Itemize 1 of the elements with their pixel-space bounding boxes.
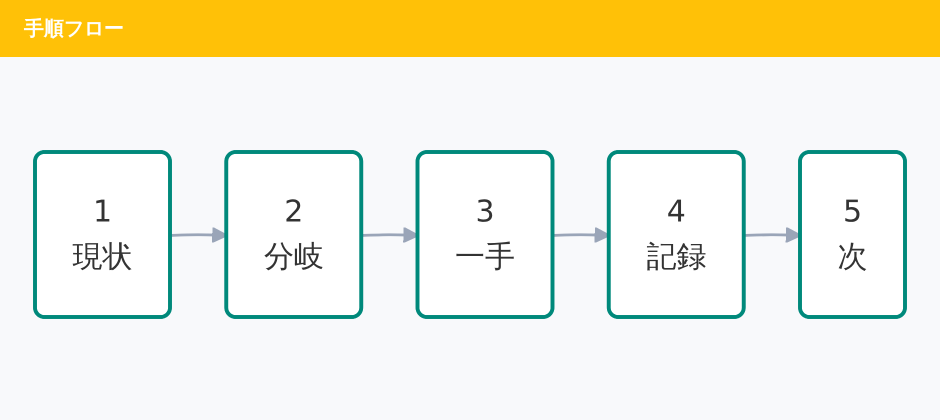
page-title: 手順フロー [24, 15, 124, 42]
